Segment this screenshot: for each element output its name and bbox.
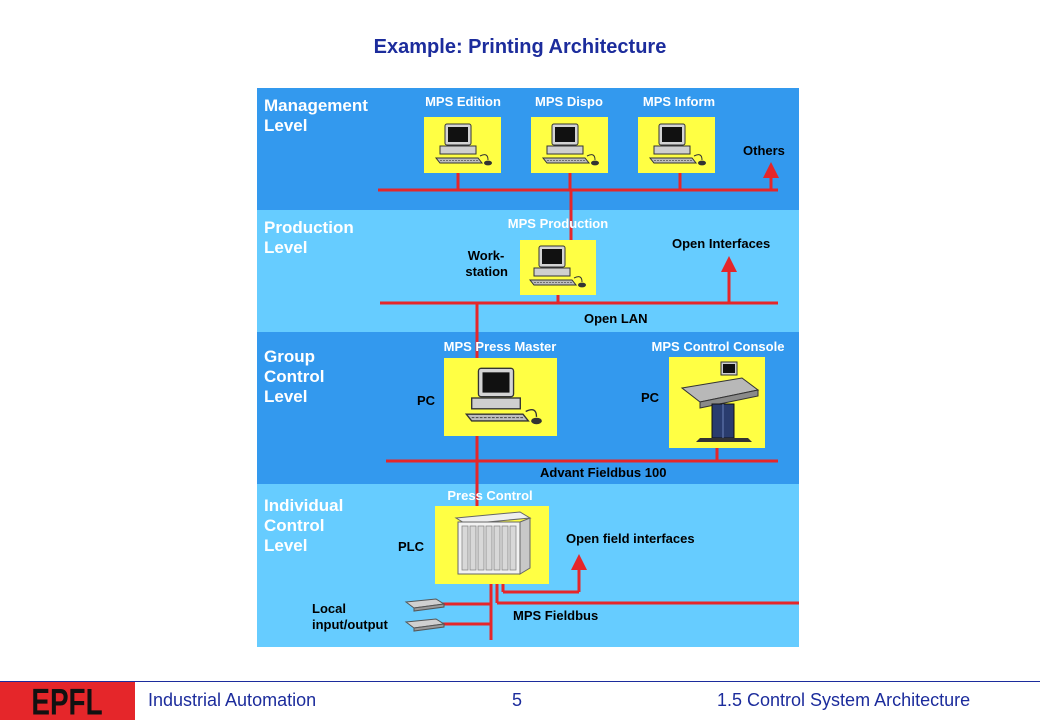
mps-edition-label: MPS Edition <box>425 94 501 109</box>
footer-logo-block: EPFL <box>0 680 135 722</box>
open-field-interfaces-arrow <box>571 554 587 570</box>
management-level-label: Management Level <box>264 96 373 135</box>
pc-right-label: PC <box>641 390 660 405</box>
page-title: Example: Printing Architecture <box>373 36 667 58</box>
pc-left-label: PC <box>417 393 436 408</box>
local-io-module-1 <box>404 598 446 612</box>
advant-fieldbus-label: Advant Fieldbus 100 <box>540 465 666 480</box>
epfl-logo-text: EPFL <box>31 682 102 720</box>
group-control-level-label: Group Control Level <box>264 347 329 406</box>
local-io-label: Local input/output <box>312 601 388 632</box>
control-console-icon <box>680 361 760 442</box>
mps-press-master-label: MPS Press Master <box>444 339 557 354</box>
plc-label: PLC <box>398 539 425 554</box>
open-interfaces-arrow <box>721 256 737 272</box>
open-field-interfaces-label: Open field interfaces <box>566 531 695 546</box>
footer-course: Industrial Automation <box>148 690 317 710</box>
footer-page-number: 5 <box>512 690 523 710</box>
mps-control-console-label: MPS Control Console <box>652 339 785 354</box>
open-interfaces-label: Open Interfaces <box>672 236 770 251</box>
mps-inform-label: MPS Inform <box>643 94 715 109</box>
footer-section: 1.5 Control System Architecture <box>717 690 971 710</box>
workstation-label: Work- station <box>465 248 508 279</box>
local-io-module-2 <box>404 618 446 632</box>
production-level-label: Production Level <box>264 218 358 257</box>
mps-dispo-label: MPS Dispo <box>535 94 603 109</box>
mps-production-label: MPS Production <box>508 216 608 231</box>
open-lan-label: Open LAN <box>584 311 648 326</box>
epfl-logo: EPFL <box>31 680 102 722</box>
footer-divider <box>0 681 1040 682</box>
press-control-label: Press Control <box>447 488 532 503</box>
others-label: Others <box>743 143 785 158</box>
individual-control-level-label: Individual Control Level <box>264 496 348 555</box>
others-arrow <box>763 162 779 178</box>
mps-fieldbus-label: MPS Fieldbus <box>513 608 598 623</box>
plc-rack-icon <box>454 511 532 575</box>
